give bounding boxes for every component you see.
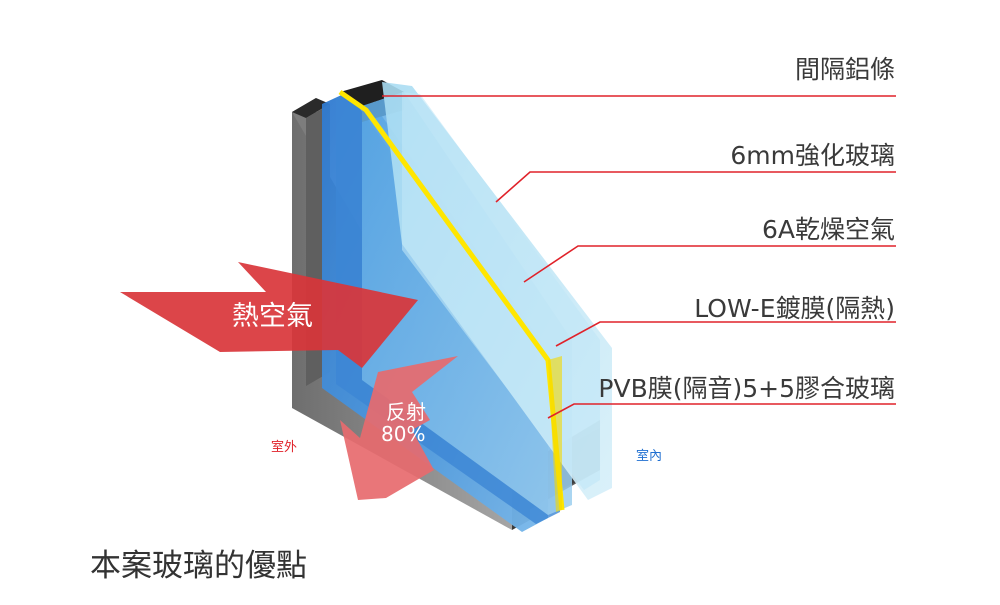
indoor-label: 室內 [636, 449, 663, 464]
label-spacer: 間隔鋁條 [794, 55, 895, 84]
leader-pvb [547, 403, 896, 419]
reflect-percent: 80% [381, 422, 426, 446]
leader-lines [382, 95, 896, 419]
leader-lowe [555, 321, 896, 347]
label-pvb: PVB膜(隔音)5+5膠合玻璃 [598, 374, 895, 403]
hot-air-label: 熱空氣 [232, 301, 313, 332]
outdoor-label: 室外 [271, 440, 298, 455]
label-tempered-glass: 6mm強化玻璃 [730, 141, 895, 170]
leader-tempered [495, 171, 896, 203]
leader-dry-air [523, 245, 896, 283]
reflect-label: 反射 [386, 400, 426, 424]
label-lowe: LOW-E鍍膜(隔熱) [694, 294, 895, 323]
reflect-arrow [340, 356, 458, 500]
hot-air-arrow [120, 262, 418, 368]
caption: 本案玻璃的優點 [90, 548, 307, 584]
label-dry-air: 6A乾燥空氣 [761, 215, 895, 244]
